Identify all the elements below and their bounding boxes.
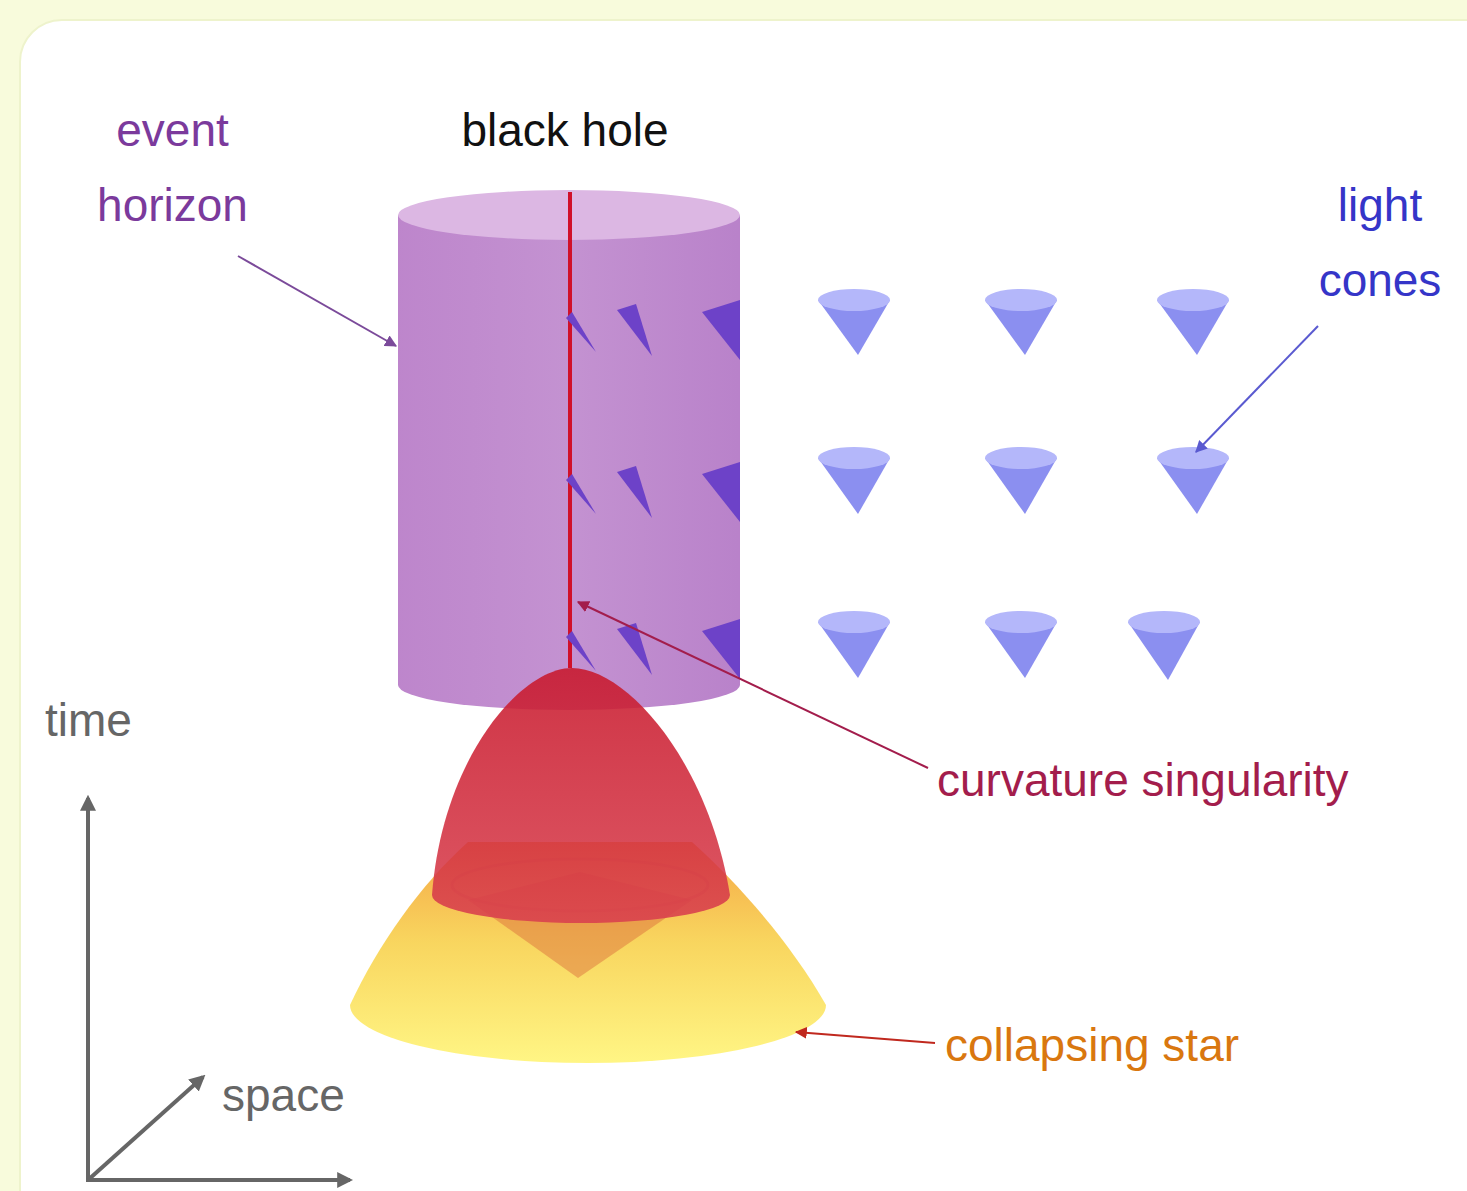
region-label: event horizon <box>70 93 275 243</box>
axes <box>86 798 350 1180</box>
panel <box>20 20 1467 1191</box>
object-label: black hole <box>415 93 715 168</box>
leader-line <box>578 602 928 768</box>
tilted-light-cones <box>566 300 740 679</box>
object-label: collapsing star <box>945 1008 1239 1083</box>
leader-line <box>238 256 396 346</box>
leader-line <box>796 1032 935 1043</box>
singularity-line <box>568 192 572 668</box>
event-horizon-cylinder <box>398 190 740 710</box>
feature-label: light cones <box>1300 168 1460 318</box>
feature-label: curvature singularity <box>937 743 1349 818</box>
axis-label: space <box>222 1058 345 1133</box>
leader-line <box>1196 326 1318 452</box>
collapsing-star <box>350 668 826 1063</box>
axis-label: time <box>45 683 132 758</box>
light-cones <box>818 289 1229 680</box>
